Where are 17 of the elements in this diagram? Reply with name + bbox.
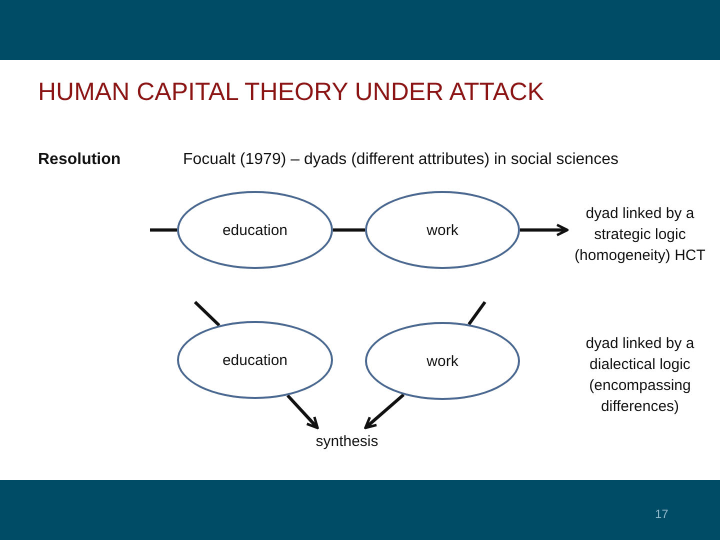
node-text: synthesis — [306, 431, 388, 453]
row-heading: Resolution — [38, 151, 122, 169]
note-text: Focualt (1979) – dyads (different attributes) in social sciences — [183, 151, 620, 169]
slide-title: HUMAN CAPITAL THEORY UNDER ATTACK — [38, 78, 544, 107]
connector-line — [333, 228, 365, 232]
page-number: 17 — [655, 507, 670, 521]
note-text: dyad linked by a dialectical logic (encompassing differences) — [584, 334, 696, 417]
arrow — [520, 224, 569, 236]
node-text: dyad linked by a strategic logic (homogeneity) HCT — [570, 203, 710, 291]
arrow — [364, 394, 405, 430]
concept-ellipse: work — [365, 191, 520, 269]
connector-line — [150, 228, 177, 232]
arrow — [286, 394, 319, 430]
concept-ellipse: education — [177, 191, 333, 269]
connector-line — [194, 300, 220, 327]
concept-ellipse: work — [365, 322, 520, 400]
concept-ellipse: education — [177, 321, 333, 399]
